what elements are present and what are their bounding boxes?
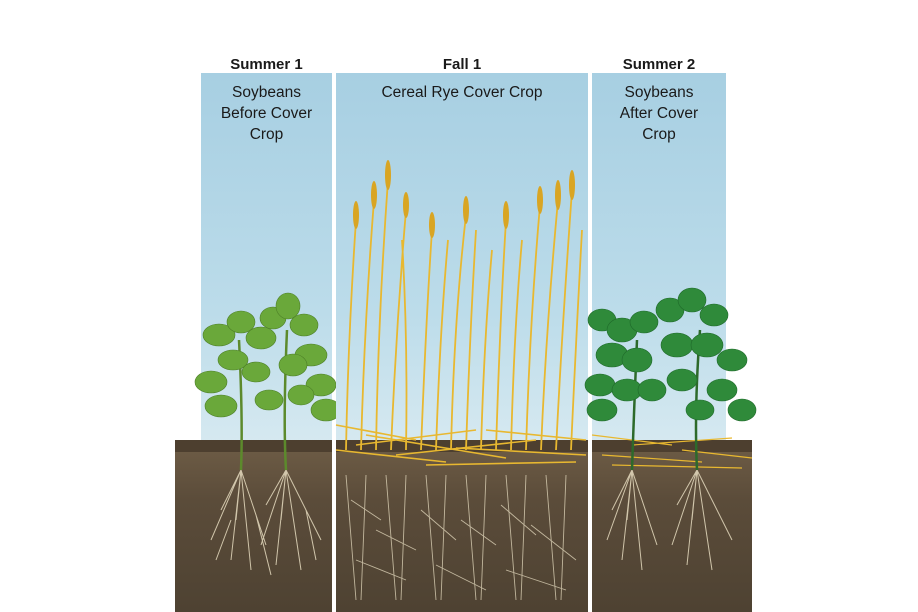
- description-line: Soybeans: [624, 84, 694, 101]
- description-line: Crop: [642, 126, 676, 143]
- rye-straw-mat: [335, 424, 587, 466]
- season-label: Summer 1: [230, 56, 303, 73]
- soybean-plants-illustration: [194, 292, 342, 576]
- description-line: Crop: [249, 126, 284, 143]
- soybean-leaves: [584, 287, 757, 422]
- season-label: Summer 2: [622, 56, 696, 73]
- panel-fall-1: Fall 1 Cereal Rye Cover Crop: [335, 0, 588, 612]
- panel-description: Soybeans Before Cover Crop: [201, 82, 332, 145]
- panel-summer-1: Summer 1 Soybeans Before Cover Crop: [175, 0, 342, 612]
- rye-heads: [353, 160, 575, 238]
- sky-background: [336, 73, 588, 473]
- roots-illustration: [606, 469, 733, 571]
- soybean-plants-illustration: [584, 287, 757, 571]
- panel-description: Soybeans After Cover Crop: [592, 82, 726, 145]
- panel-summer-2: Summer 2 Soybeans After Cover Crop: [584, 0, 757, 612]
- description-line: Before Cover: [220, 105, 313, 122]
- rye-residue: [591, 434, 753, 469]
- soybean-leaves: [194, 292, 342, 422]
- roots-illustration: [345, 474, 577, 601]
- rye-stalks: [345, 179, 583, 451]
- description-line: Soybeans: [232, 84, 301, 101]
- panel-description: Cereal Rye Cover Crop: [336, 82, 588, 103]
- season-label: Fall 1: [442, 56, 482, 73]
- roots-illustration: [210, 469, 322, 576]
- cereal-rye-illustration: [335, 160, 587, 601]
- description-line: After Cover: [619, 105, 699, 122]
- soil-block: [175, 452, 332, 612]
- soil-block: [592, 452, 752, 612]
- description-line: Cereal Rye Cover Crop: [381, 84, 543, 101]
